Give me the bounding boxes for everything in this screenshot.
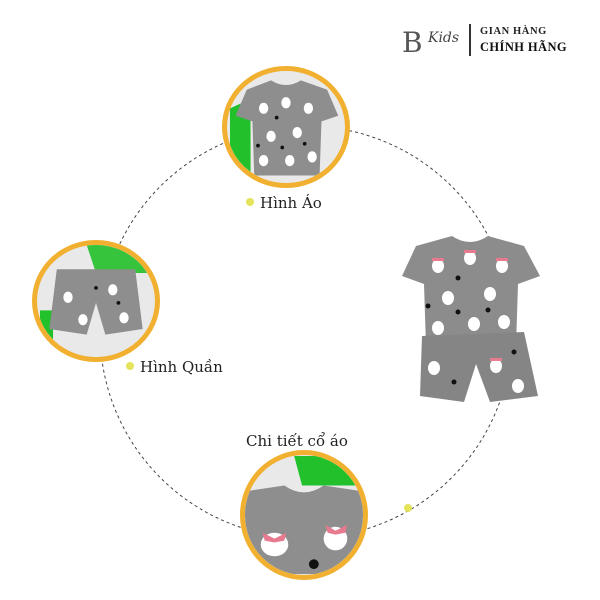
- shirt-label: Hình Áo: [246, 194, 322, 212]
- brand-tagline-top: GIAN HÀNG: [480, 26, 547, 37]
- shorts-label-text: Hình Quần: [140, 358, 223, 376]
- shorts-label: Hình Quần: [126, 358, 223, 376]
- collar-label: Chi tiết cổ áo: [246, 432, 348, 450]
- shorts-photo[interactable]: [32, 240, 160, 362]
- bullet-dot-icon: [126, 362, 134, 370]
- bullet-dot-icon: [246, 198, 254, 206]
- shirt-label-text: Hình Áo: [260, 194, 322, 212]
- brand-name: Kids: [428, 30, 460, 46]
- brand-divider: [469, 24, 471, 56]
- brand-mark: B: [402, 26, 422, 59]
- collar-photo[interactable]: [240, 450, 368, 580]
- brand-tagline-bottom: CHÍNH HÃNG: [480, 40, 567, 54]
- shorts-image: [40, 245, 152, 357]
- brand-logo: B Kids GIAN HÀNG CHÍNH HÃNG: [400, 20, 585, 60]
- outfit-photo: [402, 236, 540, 402]
- shirt-image: [230, 71, 342, 183]
- bullet-dot-icon: [404, 504, 412, 512]
- shirt-photo[interactable]: [222, 66, 350, 188]
- collar-image: [245, 456, 363, 574]
